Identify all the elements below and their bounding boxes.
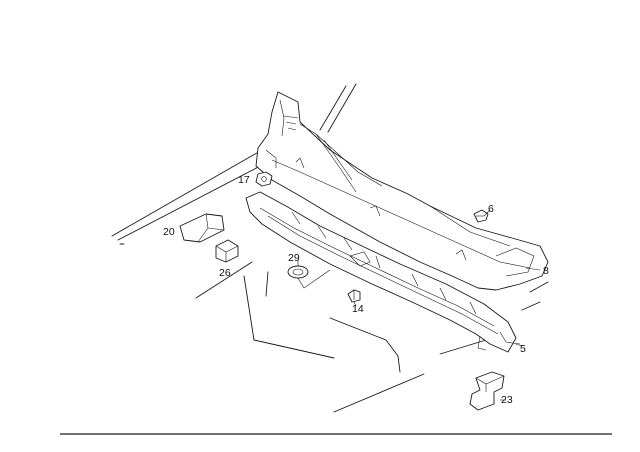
part-17-nut <box>255 171 273 187</box>
body-outline <box>111 83 549 413</box>
label-14: 14 <box>352 303 364 315</box>
label-6: 6 <box>488 203 494 215</box>
label-17: 17 <box>238 174 250 186</box>
part-26-block <box>215 239 239 263</box>
label-20: 20 <box>163 226 175 238</box>
label-5: 5 <box>520 343 526 355</box>
part-20-clip <box>179 213 225 243</box>
part-6-bracket <box>473 209 489 223</box>
part-8-cowl-panel <box>255 91 549 291</box>
leader-lines <box>297 209 541 401</box>
part-5-cross-member <box>245 191 521 353</box>
part-29-grommet <box>287 265 309 279</box>
part-23-bracket <box>469 371 505 411</box>
label-8: 8 <box>543 265 549 277</box>
label-29: 29 <box>288 252 300 264</box>
part-14-clip <box>347 289 361 303</box>
label-26: 26 <box>219 267 231 279</box>
label-23: 23 <box>501 394 513 406</box>
